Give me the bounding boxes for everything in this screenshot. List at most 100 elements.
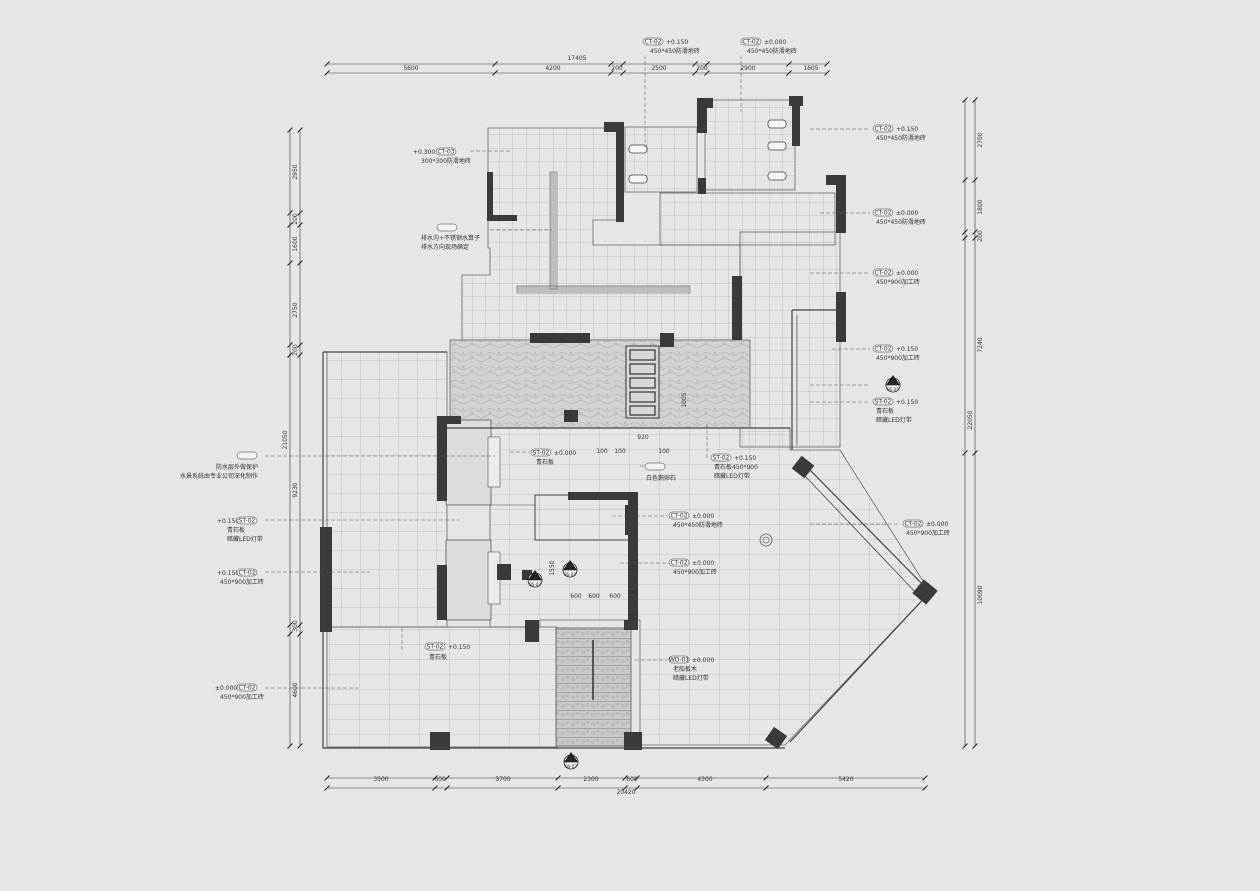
- label-desc: 老船板木: [673, 665, 697, 673]
- dim-top-seg: 5600: [403, 65, 418, 72]
- dimension-ticks: [287, 61, 978, 791]
- dimension-tick: [962, 97, 968, 103]
- label-lt1: +0.300 CT-03 300*300防滑地砖: [413, 147, 471, 165]
- label-desc: 水景系统由专业公司深化制作: [180, 472, 258, 480]
- dimension-tick: [432, 775, 438, 781]
- dim-bottom-seg: 600: [626, 776, 638, 783]
- dimension-tick: [492, 70, 498, 76]
- dimension-tick: [444, 775, 450, 781]
- label-value: +0.150: [448, 644, 470, 651]
- label-value: +0.150: [217, 518, 239, 525]
- label-code: CT-02: [670, 513, 687, 520]
- label-desc: 450*450防滑地砖: [876, 134, 926, 142]
- dimension-tick: [287, 260, 293, 266]
- label-c3: 白色鹅卵石: [644, 462, 676, 482]
- inner-room: [534, 494, 636, 541]
- label-c6: ST-02 +0.150 青石板: [424, 642, 470, 661]
- label-value: +0.150: [896, 126, 918, 133]
- marker-ref: BS-05: [887, 387, 899, 392]
- marker-letter: B: [891, 380, 895, 386]
- section-marker-A[interactable]: A BS-07: [563, 752, 579, 770]
- label-code: CT-02: [644, 39, 661, 46]
- dim-top-seg: 2500: [651, 65, 666, 72]
- dimension-tick: [324, 70, 330, 76]
- label-desc: 排水方向现场确定: [421, 243, 469, 251]
- dim-left-seg: 200: [292, 344, 299, 356]
- label-value: ±0.000: [692, 657, 714, 664]
- label-value: +0.300: [413, 149, 435, 156]
- dim-top-total: 17405: [567, 55, 586, 62]
- dim-top-seg: 1605: [803, 65, 818, 72]
- dim-left-seg: 4600: [292, 682, 299, 697]
- dimension-tick: [297, 352, 303, 358]
- label-desc: 青石板: [227, 526, 245, 534]
- dimension-tick: [287, 342, 293, 348]
- label-code: CT-02: [874, 270, 891, 277]
- label-desc: 暗藏LED灯带: [714, 472, 750, 480]
- section-marker-B[interactable]: B BS-05: [885, 375, 901, 393]
- label-desc: 排水沟+不锈钢水算子: [421, 234, 480, 242]
- dimension-tick: [704, 61, 710, 67]
- label-c7: WD-01 ±0.000 老船板木 暗藏LED灯带: [668, 655, 714, 682]
- material-labels: CT-02 +0.150 450*450防滑地砖 CT-02 ±0.000 45…: [180, 37, 950, 701]
- dim-left-seg: 200: [292, 213, 299, 225]
- label-code: CT-02: [670, 560, 687, 567]
- label-desc: 450*900加工砖: [220, 578, 264, 586]
- label-c4: CT-02 ±0.000 450*450防滑地砖: [668, 511, 723, 529]
- dimension-tick: [555, 785, 561, 791]
- dim-left-seg: 300: [292, 620, 299, 632]
- bluestone-band: [449, 339, 751, 429]
- dimension-tick: [962, 743, 968, 749]
- label-value: ±0.000: [764, 39, 786, 46]
- dim-inner: 600: [609, 593, 621, 600]
- dimension-tick: [297, 222, 303, 228]
- label-code: ST-02: [713, 455, 730, 462]
- dimension-tick: [287, 743, 293, 749]
- label-value: +0.150: [666, 39, 688, 46]
- section-marker-F[interactable]: F BS-02: [562, 560, 578, 578]
- label-c2: ST-02 +0.150 青石板450*900 暗藏LED灯带: [710, 453, 758, 480]
- dimension-tick: [786, 61, 792, 67]
- water-feature-lower: [445, 539, 492, 621]
- label-c1: ST-02 ±0.000 青石板: [530, 448, 576, 466]
- dim-bottom-seg: 4300: [697, 776, 712, 783]
- right-strip-floor: [739, 231, 841, 448]
- ladder-planter: [625, 345, 660, 419]
- label-desc: 450*450防滑地砖: [673, 521, 723, 529]
- dimension-tick: [962, 177, 968, 183]
- dim-top-seg: 2900: [740, 65, 755, 72]
- label-value: ±0.000: [692, 513, 714, 520]
- dim-inner: 1005: [681, 392, 688, 407]
- dimension-tick: [922, 785, 928, 791]
- dimension-tick: [972, 97, 978, 103]
- label-value: ±0.000: [554, 450, 576, 457]
- label-code: ST-02: [533, 450, 550, 457]
- label-desc: 青石板450*900: [714, 463, 758, 471]
- dimension-tick: [763, 785, 769, 791]
- label-desc: 白色鹅卵石: [646, 474, 676, 482]
- label-lt5: +0.150 CT-02 450*900加工砖: [217, 568, 264, 586]
- dimension-tick: [962, 235, 968, 241]
- dimension-tick: [287, 222, 293, 228]
- dimension-tick: [692, 70, 698, 76]
- dimension-tick: [972, 450, 978, 456]
- dim-top-seg: 200: [611, 65, 623, 72]
- label-top1: CT-02 +0.150 450*450防滑地砖: [642, 37, 700, 55]
- dimension-tick: [297, 342, 303, 348]
- label-code: WD-01: [669, 657, 690, 664]
- label-c5: CT-02 ±0.000 450*900加工砖: [668, 558, 717, 576]
- dimension-tick: [297, 743, 303, 749]
- label-code: CT-02: [874, 346, 891, 353]
- dimension-tick: [287, 622, 293, 628]
- dim-bottom-seg: 2300: [583, 776, 598, 783]
- dim-inner: 100: [658, 448, 670, 455]
- label-desc: 450*450防滑地砖: [650, 47, 700, 55]
- dim-bottom-seg: 5420: [838, 776, 853, 783]
- walls: [320, 96, 938, 750]
- label-value: +0.150: [734, 455, 756, 462]
- label-value: ±0.000: [692, 560, 714, 567]
- dimension-tick: [287, 352, 293, 358]
- section-marker-E[interactable]: E BS-02: [527, 570, 543, 588]
- dim-right-total: 22050: [967, 410, 974, 429]
